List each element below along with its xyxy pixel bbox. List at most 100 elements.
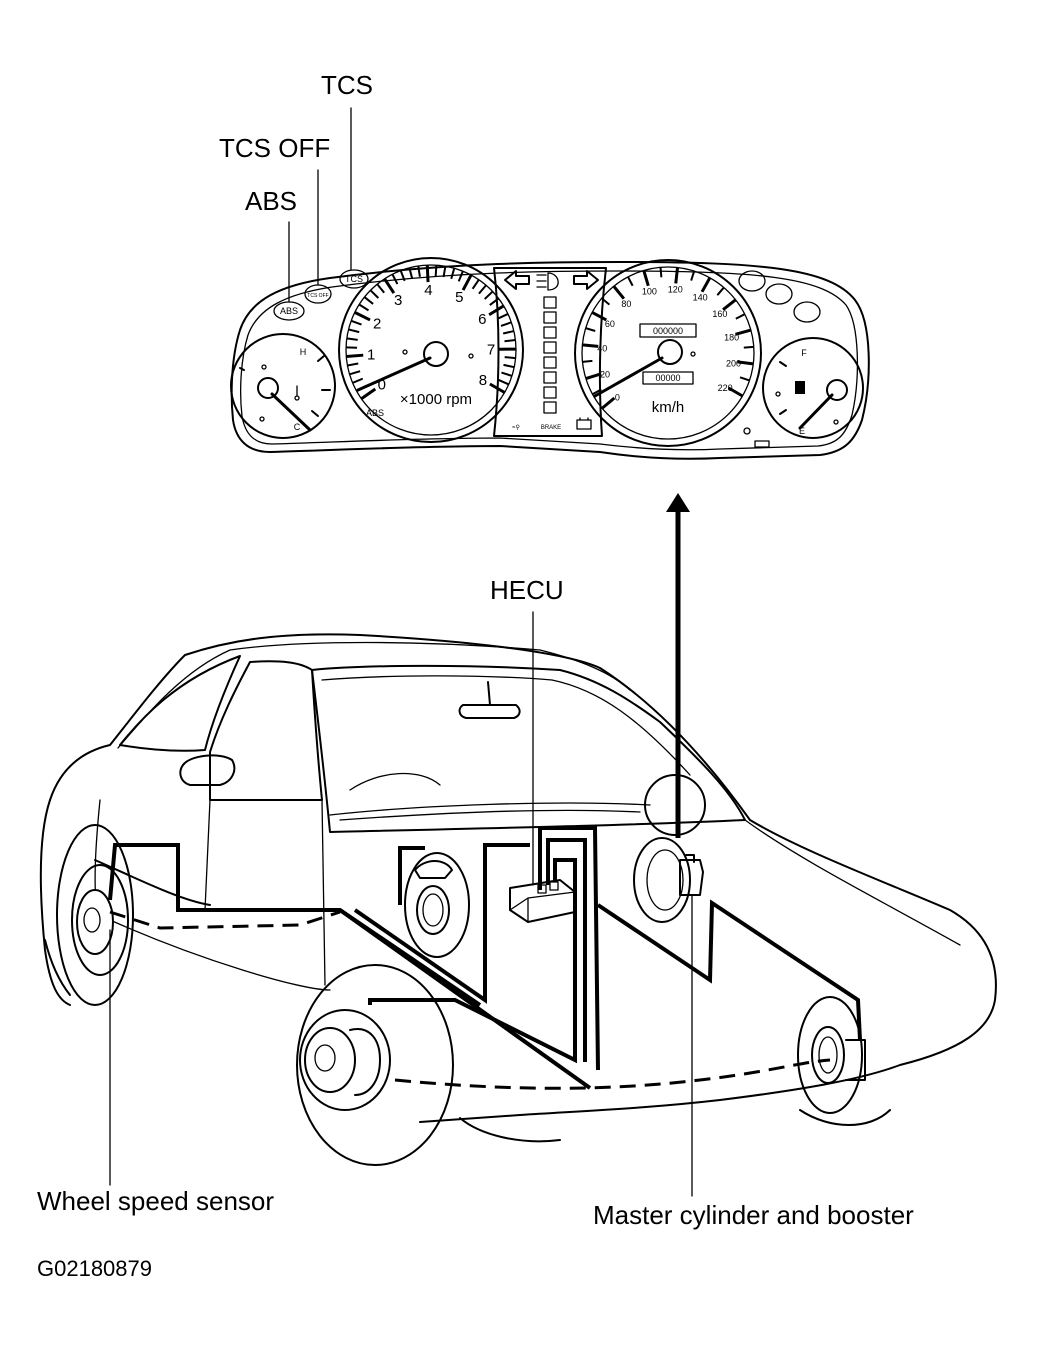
temperature-gauge: H C: [230, 333, 336, 439]
master-cylinder-label: Master cylinder and booster: [593, 1200, 914, 1230]
svg-text:ABS: ABS: [280, 306, 298, 316]
indicator-light: [543, 371, 557, 384]
front-left-wheel: [296, 964, 454, 1166]
gauge-tick: [352, 377, 364, 384]
gauge-tick: [585, 372, 602, 380]
gauge-tick: [391, 273, 399, 285]
gauge-tick: [348, 328, 360, 334]
gauge-tick: [346, 353, 364, 358]
indicator-light: [543, 356, 557, 369]
indicator-light: [543, 386, 557, 399]
indicator-light: [543, 296, 557, 309]
gauge-tick-label: 200: [726, 358, 741, 368]
gauge-tick: [417, 265, 421, 277]
svg-text:ABS: ABS: [366, 408, 384, 418]
battery-icon: [576, 417, 592, 430]
gauge-tick-label: 7: [487, 341, 495, 358]
gauge-tick: [354, 311, 371, 322]
gauge-tick: [642, 270, 650, 287]
wheel-speed-sensor-label: Wheel speed sensor: [37, 1186, 274, 1216]
svg-text:00000: 00000: [655, 373, 680, 383]
fuel-gauge: F E: [762, 337, 864, 439]
hecu-unit: [509, 879, 576, 923]
gauge-tick: [739, 376, 750, 382]
gauge-tick: [582, 343, 599, 348]
gauge-tick-label: 80: [621, 299, 631, 309]
thermometer-icon: [294, 385, 300, 401]
rear-right-brake: [404, 852, 470, 958]
gauge-tick-label: 160: [712, 309, 727, 319]
gauge-tick: [363, 296, 374, 305]
indicator-lamp: [765, 283, 793, 305]
gauge-tick: [399, 270, 406, 282]
abs-label: ABS: [245, 186, 297, 216]
brake-lines: [108, 826, 862, 1090]
gauge-tick: [501, 371, 513, 377]
headlamp-icon: [536, 272, 559, 291]
gauge-tick-label: 4: [424, 282, 432, 299]
gauge-tick-label: 3: [394, 292, 402, 309]
gauge-tick: [674, 267, 680, 284]
svg-text:≈⚲: ≈⚲: [512, 424, 520, 431]
tcs-off-warning-lamp: TCS OFF: [304, 284, 332, 304]
cluster-location-circle: [644, 774, 706, 836]
rear-left-wheel: [56, 824, 134, 1006]
gauge-tick: [722, 298, 737, 311]
gauge-tick: [450, 267, 456, 280]
indicator-light: [543, 341, 557, 354]
gauge-tick: [369, 289, 380, 299]
gauge-tick-label: 100: [642, 287, 657, 297]
gauge-tick: [457, 270, 464, 282]
indicator-light: [543, 326, 557, 339]
turn-right-icon: [573, 270, 599, 290]
tripmeter-display: 00000: [642, 371, 694, 385]
gauge-tick: [503, 363, 515, 369]
car-body: [39, 633, 997, 1143]
gauge-tick: [502, 330, 515, 335]
gauge-tick: [346, 337, 358, 341]
gauge-tick-label: 2: [373, 315, 381, 332]
svg-text:H: H: [300, 347, 307, 357]
gauge-tick: [659, 267, 663, 278]
gauge-tick-label: 140: [693, 292, 708, 302]
indicator-lamp: [793, 301, 821, 323]
gauge-tick: [383, 277, 396, 294]
gauge-tick-label: 220: [718, 383, 733, 393]
fuel-pump-icon: [795, 381, 805, 394]
front-right-brake: [797, 996, 866, 1114]
gauge-tick: [461, 274, 473, 291]
gauge-tick: [483, 290, 494, 300]
tcs-label: TCS: [321, 70, 373, 100]
gauge-tick-label: 1: [367, 347, 375, 364]
gauge-tick-label: 180: [724, 332, 739, 342]
gauge-tick: [347, 362, 359, 367]
tcs-warning-lamp: TCS: [339, 269, 369, 289]
gauge-tick: [585, 327, 596, 332]
gauge-tick: [488, 304, 505, 317]
gauge-tick-label: 5: [455, 289, 463, 306]
odometer-display: 000000: [639, 323, 697, 338]
gauge-tick: [601, 396, 616, 410]
indicator-light: [543, 311, 557, 324]
gauge-tick: [612, 285, 626, 300]
figure-code: G02180879: [37, 1256, 152, 1281]
gauge-tick: [591, 311, 608, 322]
signal-arrow: [666, 493, 690, 838]
turn-left-icon: [504, 270, 530, 290]
svg-text:×1000 rpm: ×1000 rpm: [400, 391, 472, 408]
wheel-speed-sensor-lines: [109, 910, 831, 1090]
gauge-tick: [716, 286, 725, 296]
hecu-label: HECU: [490, 575, 564, 605]
gauge-tick: [737, 360, 754, 366]
gauge-tick: [358, 303, 370, 312]
gauge-tick: [498, 379, 510, 386]
gauge-tick: [497, 313, 509, 320]
svg-text:C: C: [294, 422, 301, 432]
gauge-tick: [478, 284, 487, 295]
svg-text:F: F: [801, 348, 807, 358]
gauge-tick: [743, 345, 754, 349]
gauge-tick: [735, 313, 746, 320]
